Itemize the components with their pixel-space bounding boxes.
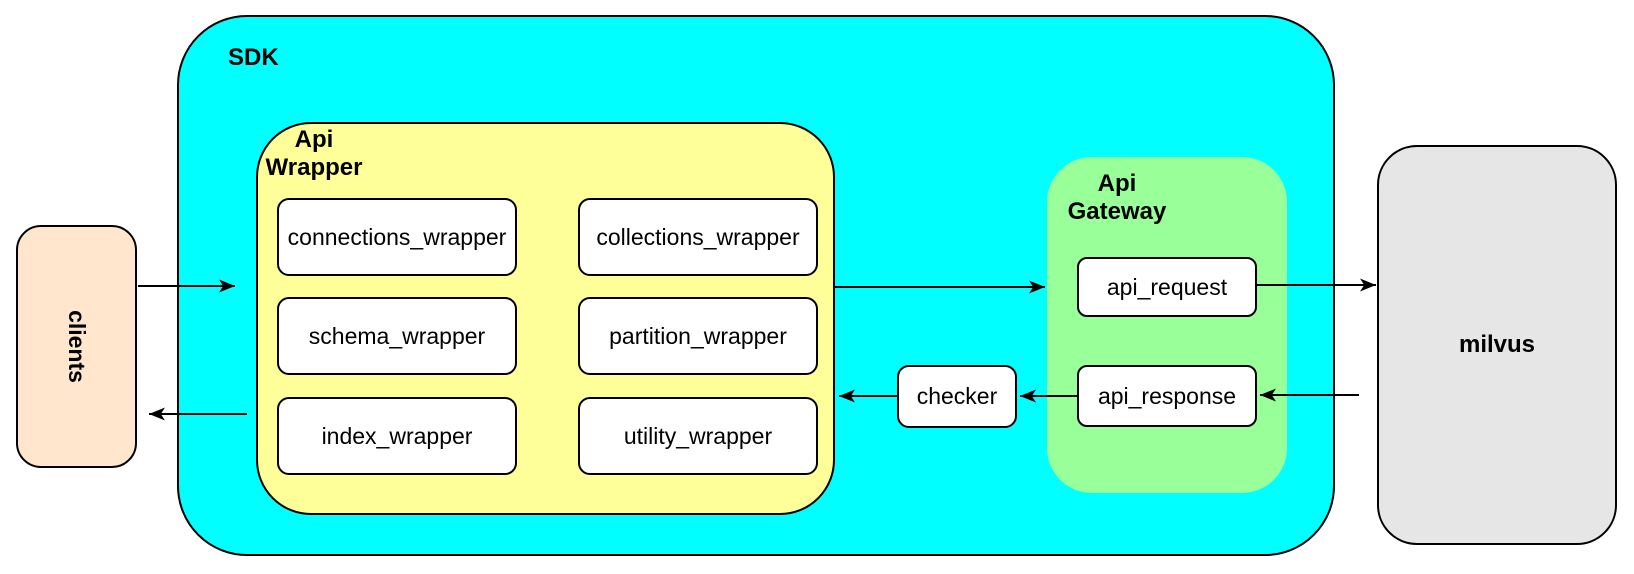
node-milvus: milvus: [1377, 145, 1617, 545]
node-checker: checker: [897, 365, 1017, 428]
api-gateway-container: [1047, 157, 1287, 493]
node-index-wrapper: index_wrapper: [277, 397, 517, 475]
node-api-request: api_request: [1077, 257, 1257, 317]
clients-label-wrap: clients: [18, 227, 135, 466]
node-collections-wrapper: collections_wrapper: [578, 198, 818, 276]
node-api-response: api_response: [1077, 365, 1257, 427]
api-gateway-label: Api Gateway: [1057, 170, 1177, 226]
api-gateway-label-line2: Gateway: [1067, 198, 1167, 225]
api-wrapper-label-line2: Wrapper: [265, 154, 363, 181]
node-clients: clients: [16, 225, 137, 468]
api-wrapper-label: Api Wrapper: [254, 126, 374, 182]
api-gateway-label-line1: Api: [1097, 170, 1137, 197]
clients-label: clients: [64, 310, 90, 383]
sdk-label: SDK: [228, 44, 279, 71]
node-connections-wrapper: connections_wrapper: [277, 198, 517, 276]
node-utility-wrapper: utility_wrapper: [578, 397, 818, 475]
node-partition-wrapper: partition_wrapper: [578, 297, 818, 375]
api-wrapper-label-line1: Api: [294, 126, 334, 153]
node-schema-wrapper: schema_wrapper: [277, 297, 517, 375]
